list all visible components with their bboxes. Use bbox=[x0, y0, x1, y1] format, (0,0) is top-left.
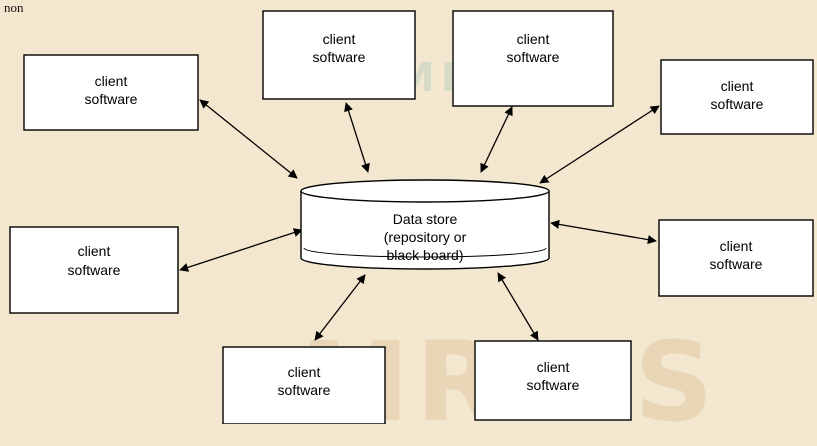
client-label-line-1: client bbox=[78, 243, 111, 259]
client-label-line-1: client bbox=[537, 359, 570, 375]
data-store-label-line-1: Data store bbox=[393, 211, 458, 227]
arrow-client-2 bbox=[344, 102, 370, 173]
client-label-line-1: client bbox=[323, 31, 356, 47]
client-box-7: client software bbox=[222, 346, 386, 424]
client-label-line-1: client bbox=[288, 364, 321, 380]
client-label-line-1: client bbox=[721, 78, 754, 94]
client-label-line-2: software bbox=[507, 49, 560, 65]
client-label-line-1: client bbox=[720, 238, 753, 254]
arrow-client-3 bbox=[480, 106, 513, 173]
client-label-line-2: software bbox=[68, 262, 121, 278]
client-label-line-2: software bbox=[278, 382, 331, 398]
data-store-label-line-2: (repository or bbox=[384, 229, 467, 245]
client-box-8: client software bbox=[474, 340, 632, 421]
arrow-client-5 bbox=[179, 228, 303, 272]
client-label-line-2: software bbox=[313, 49, 366, 65]
architecture-diagram: Data store (repository or black board) c… bbox=[9, 10, 814, 424]
connection-arrows bbox=[179, 99, 660, 341]
client-box-4: client software bbox=[660, 59, 814, 135]
arrow-client-6 bbox=[550, 219, 657, 245]
client-label-line-1: client bbox=[517, 31, 550, 47]
client-box-3: client software bbox=[452, 10, 614, 107]
client-label-line-1: client bbox=[95, 73, 128, 89]
data-store-label-line-3: black board) bbox=[386, 247, 463, 263]
client-box-5: client software bbox=[9, 226, 179, 314]
corner-text: non bbox=[4, 0, 24, 15]
client-label-line-2: software bbox=[527, 377, 580, 393]
client-box-2: client software bbox=[262, 10, 416, 100]
arrow-client-4 bbox=[539, 105, 660, 184]
client-label-line-2: software bbox=[85, 91, 138, 107]
client-label-line-2: software bbox=[710, 256, 763, 272]
data-store-cylinder: Data store (repository or black board) bbox=[300, 179, 550, 270]
client-box-1: client software bbox=[23, 54, 199, 131]
arrow-client-8 bbox=[497, 272, 539, 341]
arrow-client-7 bbox=[314, 274, 366, 341]
client-label-line-2: software bbox=[711, 96, 764, 112]
arrow-client-1 bbox=[199, 99, 298, 179]
client-box-6: client software bbox=[658, 219, 814, 297]
